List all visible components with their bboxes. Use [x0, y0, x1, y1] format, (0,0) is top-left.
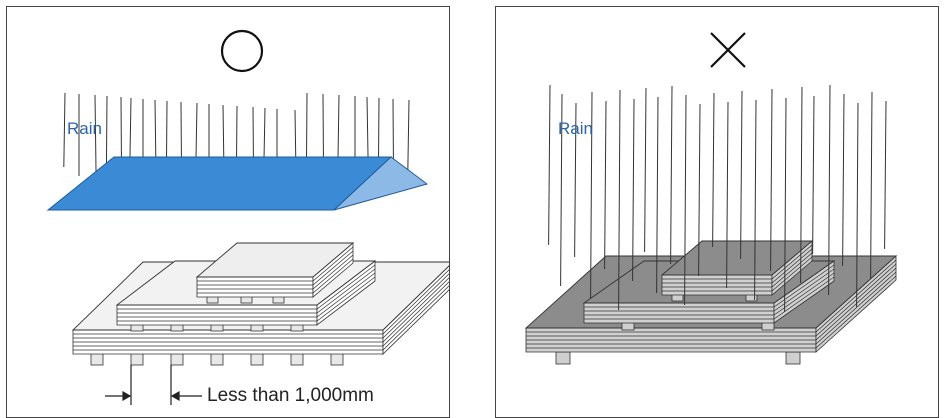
spacing-label: Less than 1,000mm [207, 385, 374, 406]
incorrect-storage-illustration [524, 32, 898, 365]
panel-incorrect-storage: Rain [495, 6, 939, 418]
circle-ok-icon [220, 29, 264, 73]
rain-lines [548, 84, 887, 313]
correct-storage-illustration [46, 29, 449, 405]
stacked-plates [71, 242, 449, 366]
stacked-plates-wet [524, 240, 898, 365]
rain-label: Rain [558, 119, 593, 138]
rain-label: Rain [67, 119, 102, 138]
spacing-dimension [105, 365, 202, 405]
cross-ng-icon [710, 32, 746, 68]
roof-cover [46, 156, 429, 211]
panel-correct-storage: Rain Less than 1,000mm [6, 6, 450, 418]
